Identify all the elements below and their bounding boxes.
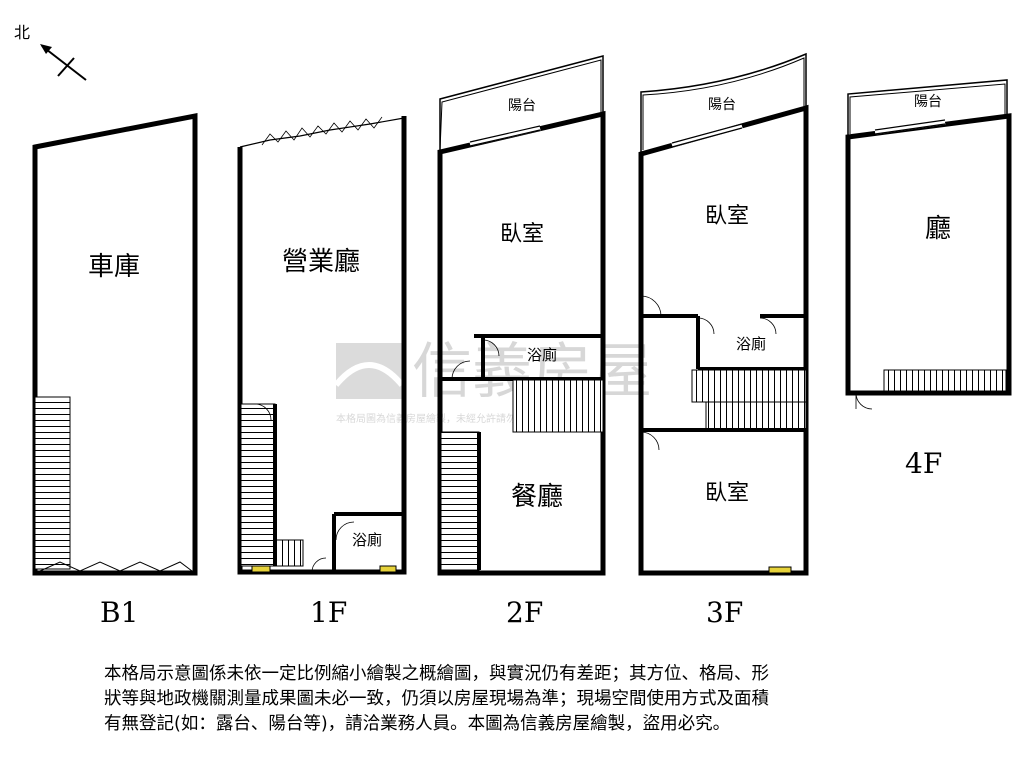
room-label: 餐廳 xyxy=(511,482,563,512)
disclaimer-text: 本格局示意圖係未依一定比例縮小繪製之概繪圖，與實況仍有差距；其方位、格局、形 狀… xyxy=(104,662,984,737)
room-label: 浴廁 xyxy=(736,335,766,353)
room-label: 陽台 xyxy=(508,98,536,114)
compass-label: 北 xyxy=(14,23,30,42)
room-label: 臥室 xyxy=(705,204,749,229)
floor-label: B1 xyxy=(100,596,138,629)
floor-label: 3F xyxy=(706,596,743,629)
room-label: 廳 xyxy=(925,214,951,244)
north-compass: 北 xyxy=(14,23,87,81)
floor-2f: 陽台 臥室 浴廁 餐廳 2F xyxy=(437,55,606,629)
floor-label: 2F xyxy=(506,596,543,629)
b1-stairs xyxy=(34,396,71,570)
3f-balcony-door xyxy=(671,127,743,148)
room-label: 臥室 xyxy=(500,222,544,247)
2f-balcony xyxy=(439,55,604,150)
room-label: 陽台 xyxy=(914,94,942,110)
disclaimer-line: 本格局示意圖係未依一定比例縮小繪製之概繪圖，與實況仍有差距；其方位、格局、形 xyxy=(104,664,769,684)
2f-outline xyxy=(437,110,606,576)
room-label: 陽台 xyxy=(708,97,736,113)
floor-1f: 營業廳 浴廁 1F xyxy=(237,116,407,629)
4f-stairs xyxy=(883,369,1007,392)
room-label: 車庫 xyxy=(88,252,140,282)
floor-label: 1F xyxy=(310,596,347,629)
4f-balcony xyxy=(847,79,1008,136)
disclaimer-line: 有無登記(如：露台、陽台等)，請洽業務人員。本圖為信義房屋繪製，盜用必究。 xyxy=(104,714,731,734)
watermark-logo-icon xyxy=(336,343,402,399)
3f-stairs xyxy=(691,369,807,403)
2f-balcony-door xyxy=(469,129,541,147)
1f-window xyxy=(251,565,271,573)
3f-window xyxy=(768,566,792,574)
1f-outline xyxy=(237,116,407,575)
room-label: 浴廁 xyxy=(352,531,382,549)
1f-front-window xyxy=(239,117,405,148)
3f-balcony xyxy=(640,52,807,152)
room-label: 臥室 xyxy=(705,481,749,506)
floor-4f: 陽台 廳 4F xyxy=(845,79,1012,480)
2f-stairs xyxy=(512,379,604,433)
4f-balcony-door xyxy=(874,123,946,135)
north-arrow-icon xyxy=(41,45,87,81)
disclaimer-line: 狀等與地政機關測量成果圖未必一致，仍須以房屋現場為準；現場空間使用方式及面積 xyxy=(104,689,769,709)
room-label: 浴廁 xyxy=(527,346,557,364)
floor-label: 4F xyxy=(905,447,942,480)
floor-b1: 車庫 B1 xyxy=(32,112,198,629)
1f-stairs xyxy=(240,403,276,567)
b1-garage-door xyxy=(39,561,193,572)
floor-3f: 陽台 臥室 浴廁 臥室 3F xyxy=(638,52,809,629)
4f-outline xyxy=(845,113,1012,396)
3f-outline xyxy=(638,104,809,576)
room-label: 營業廳 xyxy=(282,247,360,277)
